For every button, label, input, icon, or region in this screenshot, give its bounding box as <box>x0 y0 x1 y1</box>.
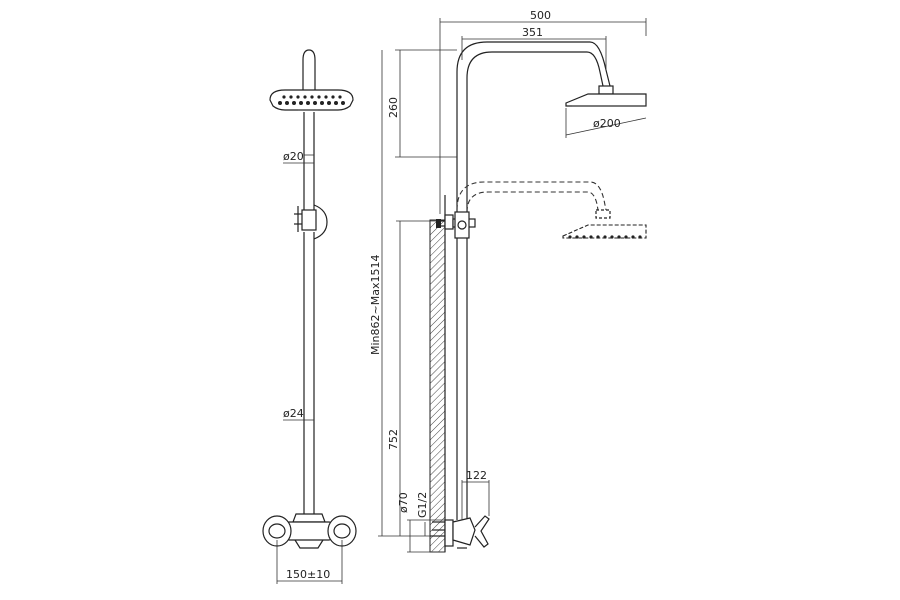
side-shower-head-top <box>565 85 647 107</box>
wall-section <box>429 219 446 553</box>
dim-adjustable-height: Min862~Max1514 <box>369 255 382 355</box>
side-slider-bracket <box>436 211 476 239</box>
dim-arm-reach: 351 <box>522 26 543 39</box>
front-view: ø20 ø24 150±10 <box>262 49 357 584</box>
front-shower-head <box>269 89 354 111</box>
dim-escutcheon-dia: ø70 <box>397 492 410 513</box>
label-pipe-upper-dia: ø20 <box>283 150 304 163</box>
dim-mixer-projection: 122 <box>466 469 487 482</box>
dim-thread: G1/2 <box>416 492 429 518</box>
front-slider-bracket <box>294 204 328 240</box>
dim-arm-height: 260 <box>387 97 400 118</box>
side-shower-head-lowered <box>456 181 647 239</box>
front-arm-top <box>302 49 316 90</box>
side-arm <box>456 41 611 87</box>
label-pipe-lower-dia: ø24 <box>283 407 304 420</box>
dim-total-reach: 500 <box>530 9 551 22</box>
side-view: 500 351 260 ø200 Min862~Max1514 752 ø70 … <box>369 9 647 553</box>
label-inlet-spacing: 150±10 <box>286 568 330 581</box>
dim-head-dia: ø200 <box>593 117 621 130</box>
side-mixer <box>430 515 490 549</box>
front-mixer <box>262 513 357 549</box>
dim-bracket-height: 752 <box>387 429 400 450</box>
